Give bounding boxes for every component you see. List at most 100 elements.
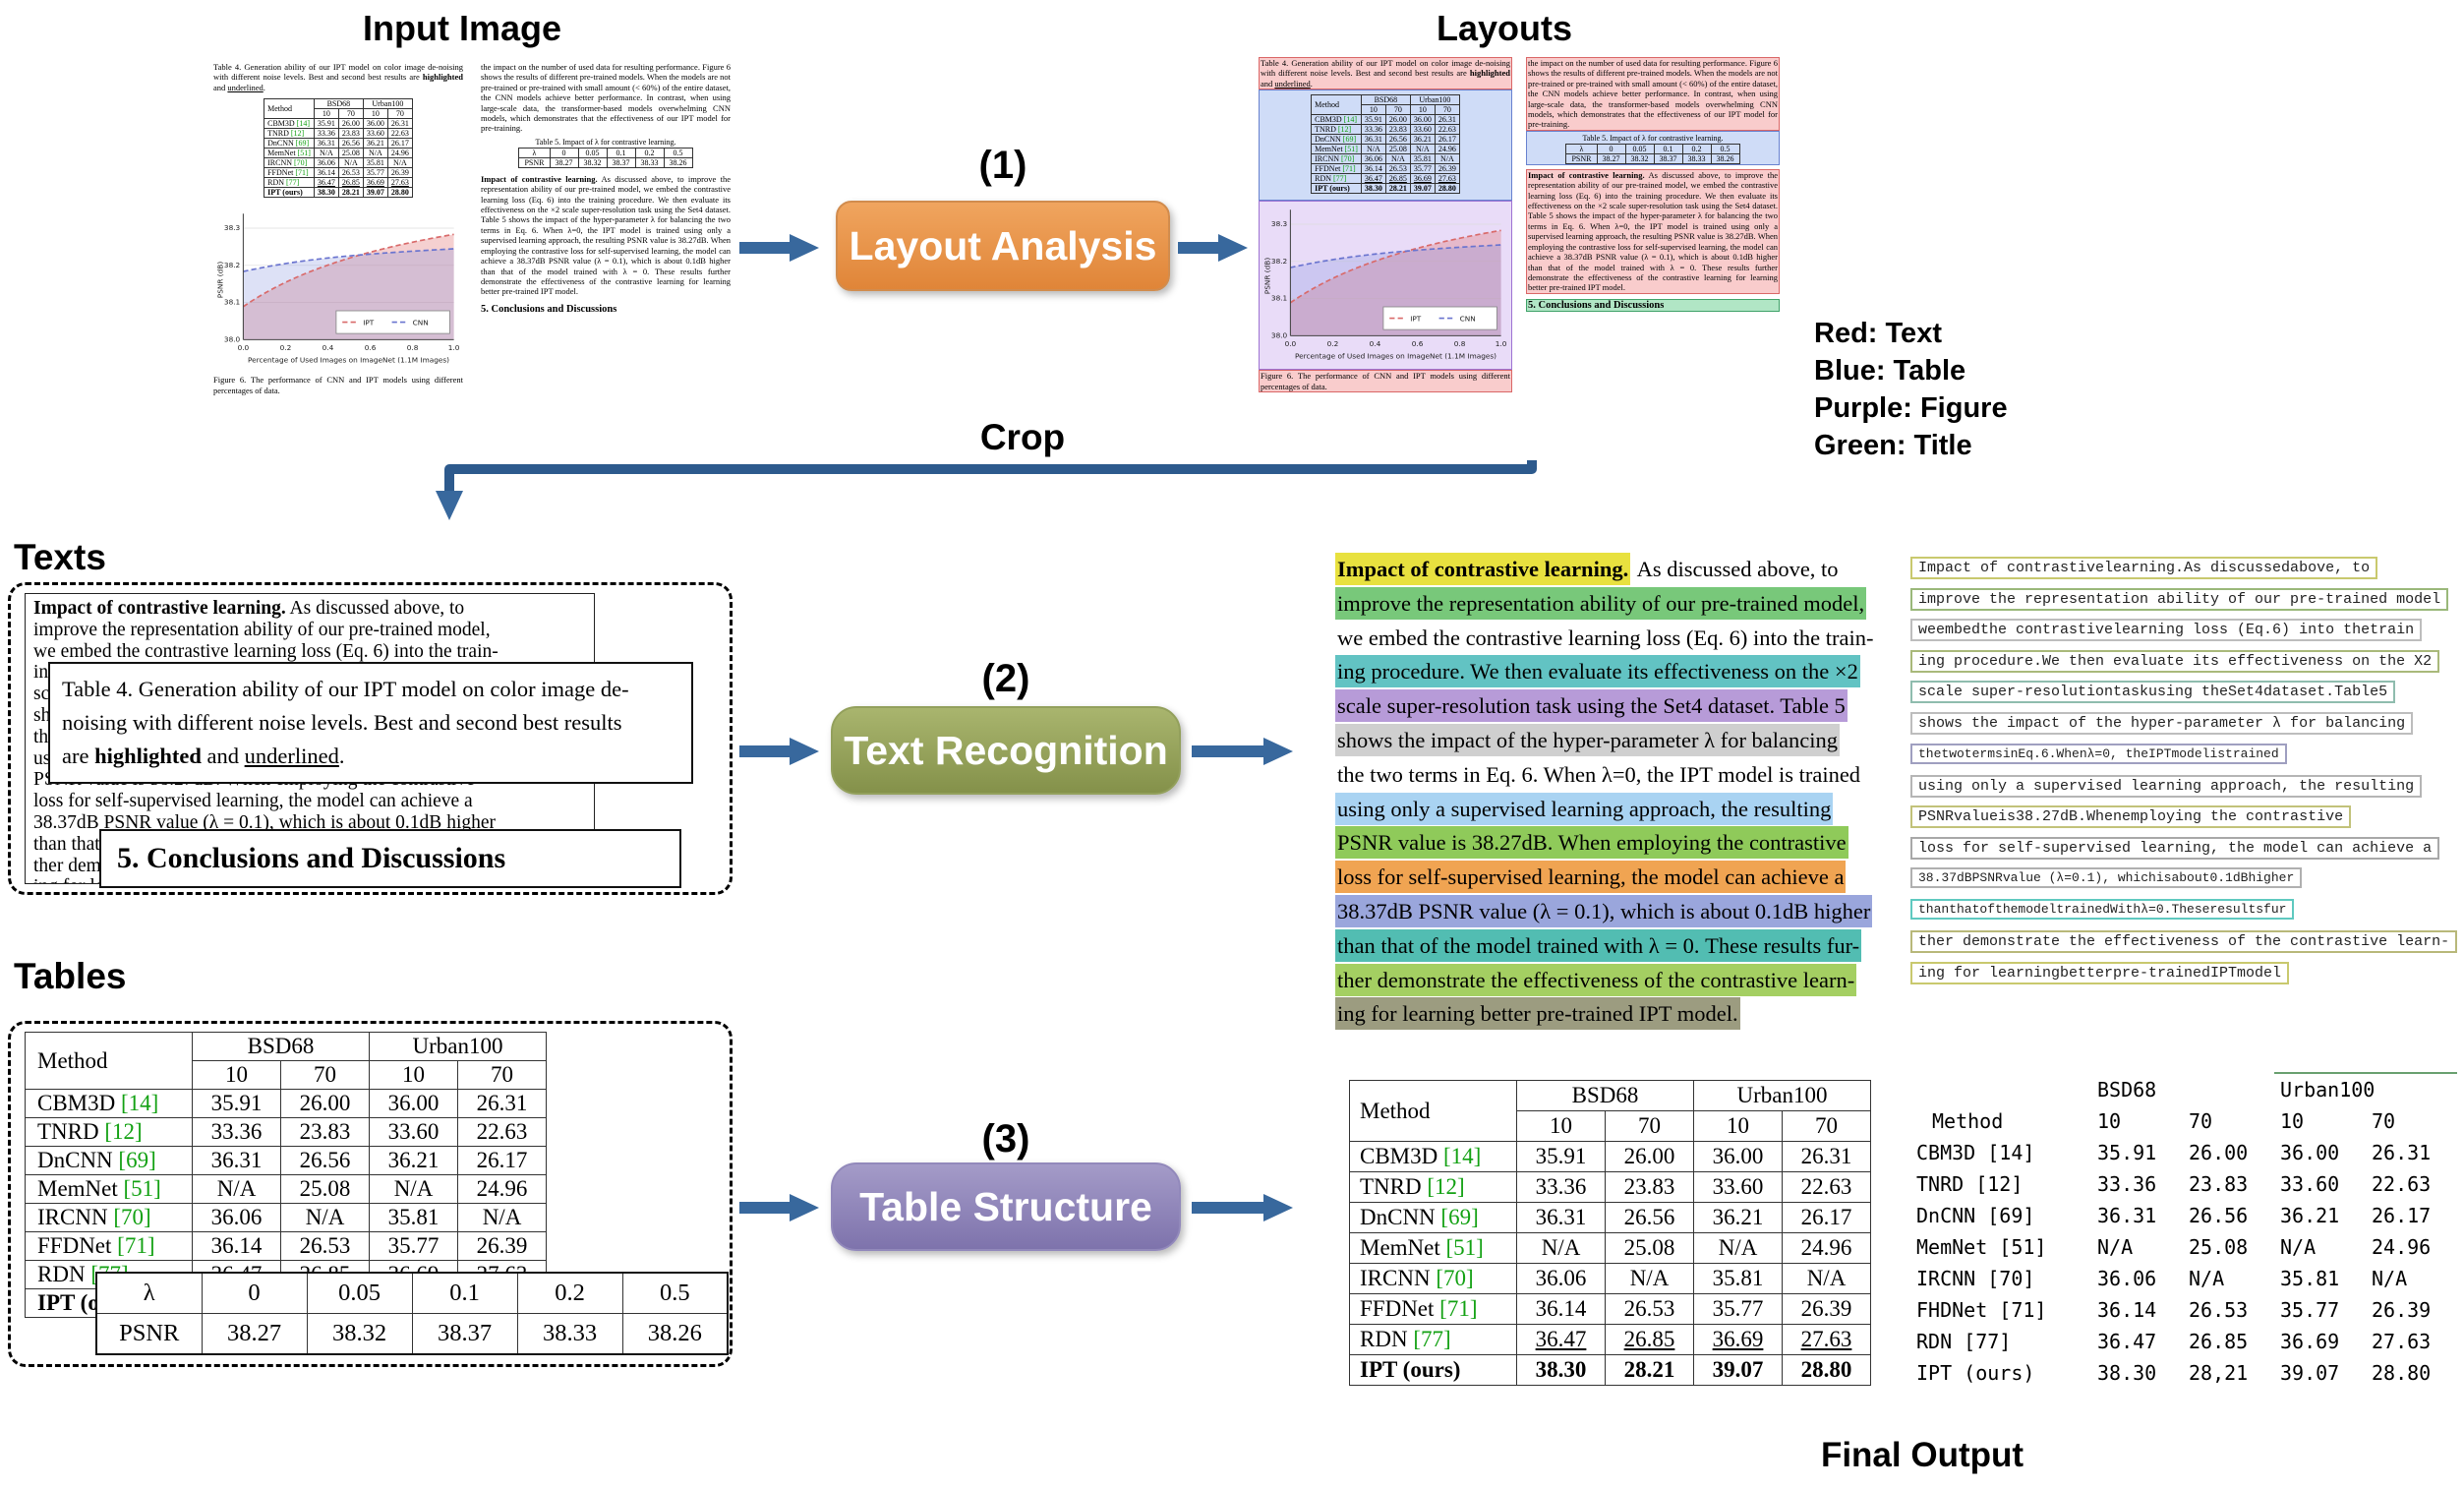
table-row: TNRD [12] 33.36 23.83 33.60 22.63 [1916, 1172, 2432, 1196]
table-row: CBM3D [14] 35.91 26.00 36.00 26.31 [1349, 1141, 1871, 1172]
crop-label: Crop [979, 417, 1066, 457]
svg-text:38.2: 38.2 [1271, 257, 1287, 266]
table4-detected-region: Method BSD68 Urban100 10 70 10 70 [1259, 89, 1512, 202]
ocr-line-box: ther demonstrate the effectiveness of th… [1910, 930, 2458, 954]
table-row: MemNet [51] N/A 25.08 N/A 24.96 [1311, 144, 1460, 155]
body-paragraph: the impact on the number of used data fo… [481, 62, 731, 134]
recognized-line: ther demonstrate the effectiveness of th… [1335, 963, 1904, 998]
table-structure-label: Table Structure [859, 1183, 1152, 1229]
recognized-line: scale super-resolution task using the Se… [1335, 689, 1904, 724]
table-row: IPT (ours) 38.30 28.21 39.07 28.80 [1349, 1354, 1871, 1386]
legend-item: Green: Title [1814, 430, 1972, 461]
svg-text:IPT: IPT [363, 319, 375, 328]
table-row: TNRD [12] 33.36 23.83 33.60 22.63 [264, 128, 413, 140]
layouts-title: Layouts [1436, 8, 1573, 48]
svg-text:0.2: 0.2 [1327, 339, 1339, 348]
impact-paragraph: Impact of contrastive learning. As discu… [481, 173, 731, 297]
input-image-title: Input Image [362, 8, 561, 48]
ocr-line-box: weembedthe contrastivelearning loss (Eq.… [1910, 619, 2423, 642]
table5-detected-region: Table 5. Impact of λ for contrastive lea… [1526, 130, 1780, 165]
input-doc-right-column: the impact on the number of used data fo… [479, 61, 733, 462]
svg-text:38.1: 38.1 [1271, 294, 1287, 303]
table-row: RDN [77] 36.47 26.85 36.69 27.63 [264, 177, 413, 189]
table-row: RDN [77] 36.47 26.85 36.69 27.63 [1349, 1324, 1871, 1355]
recognized-line: improve the representation ability of ou… [1335, 586, 1904, 622]
tables-title: Tables [14, 956, 127, 996]
svg-text:Percentage of Used Images on I: Percentage of Used Images on ImageNet (1… [1295, 352, 1496, 361]
svg-text:38.0: 38.0 [224, 335, 241, 344]
ocr-line-box: shows the impact of the hyper-parameter … [1910, 711, 2414, 735]
table-row: IRCNN [70] 36.06 N/A 35.81 N/A [1349, 1263, 1871, 1294]
table-row: MemNet [51] N/A 25.08 N/A 24.96 [1916, 1235, 2432, 1259]
recognized-line: than that of the model trained with λ = … [1335, 928, 1904, 964]
table-row: RDN [77] 36.47 26.85 36.69 27.63 [1311, 173, 1460, 185]
layouts-document: Table 4. Generation ability of our IPT m… [1259, 57, 1780, 458]
plain-text-table: BSD68 Urban100 Method 10 70 10 70 CBM3D … [1910, 1072, 2457, 1389]
texts-title: Texts [14, 537, 106, 577]
step3-number: (3) [981, 1117, 1030, 1161]
table-row: IPT (ours) 38.30 28,21 39.07 28.80 [1916, 1361, 2432, 1385]
table-row: FFDNet [71] 36.14 26.53 35.77 26.39 [1349, 1293, 1871, 1325]
table-row: DnCNN [69] 36.31 26.56 36.21 26.17 [264, 138, 413, 149]
svg-text:0.4: 0.4 [1370, 339, 1381, 348]
table-row: CBM3D [14] 35.91 26.00 36.00 26.31 [25, 1089, 547, 1118]
recognized-line: the two terms in Eq. 6. When λ=0, the IP… [1337, 761, 1861, 787]
table-row: FFDNet [71] 36.14 26.53 35.77 26.39 [25, 1231, 547, 1261]
body-paragraph-region: the impact on the number of used data fo… [1526, 57, 1780, 131]
conclusions-heading: 5. Conclusions and Discussions [481, 303, 617, 315]
text-line: we embed the contrastive learning loss (… [33, 640, 499, 662]
table-row: TNRD [12] 33.36 23.83 33.60 22.63 [25, 1117, 547, 1147]
table-row: MemNet [51] N/A 25.08 N/A 24.96 [264, 148, 413, 159]
table5-region: Table 5. Impact of λ for contrastive lea… [479, 135, 733, 169]
table5-caption: Table 5. Impact of λ for contrastive lea… [535, 137, 676, 147]
svg-text:38.1: 38.1 [224, 298, 240, 307]
table-row: MemNet [51] N/A 25.08 N/A 24.96 [25, 1174, 547, 1204]
figure6-legend: IPT CNN [1382, 306, 1497, 330]
layout-analysis-label: Layout Analysis [849, 222, 1157, 268]
svg-text:1.0: 1.0 [448, 343, 460, 352]
recognized-line: using only a supervised learning approac… [1335, 792, 1904, 827]
conclusions-heading-crop: 5. Conclusions and Discussions [99, 829, 681, 888]
reconstructed-table: Method BSD68 Urban100 10 70 10 70 CBM3D … [1349, 1080, 1871, 1386]
table-row: CBM3D [14] 35.91 26.00 36.00 26.31 [1916, 1141, 2432, 1164]
svg-text:Percentage of Used Images on I: Percentage of Used Images on ImageNet (1… [248, 356, 449, 365]
table-row: FFDNet [71] 36.14 26.53 35.77 26.39 [264, 167, 413, 179]
svg-text:0.8: 0.8 [407, 343, 419, 352]
table-row: CBM3D [14] 35.91 26.00 36.00 26.31 [1311, 114, 1460, 126]
figure6-region: 38.3 38.2 38.1 38.0 0.0 0.2 0.4 0.6 0.8 … [211, 205, 465, 374]
input-document: Table 4. Generation ability of our IPT m… [211, 61, 733, 462]
figure6-chart: 38.3 38.2 38.1 38.0 0.0 0.2 0.4 0.6 0.8 … [1262, 209, 1507, 361]
text-line: loss for self-supervised learning, the m… [33, 791, 473, 812]
figure6-caption-region: Figure 6. The performance of CNN and IPT… [1259, 370, 1512, 393]
recognized-line: ing procedure. We then evaluate its effe… [1335, 655, 1904, 689]
text-line: improve the representation ability of ou… [33, 619, 491, 640]
table4-caption-region: Table 4. Generation ability of our IPT m… [1259, 57, 1512, 90]
table4-region: Method BSD68 Urban100 10 70 10 70 [211, 93, 465, 205]
svg-text:0.6: 0.6 [1412, 339, 1424, 348]
recognized-line: shows the impact of the hyper-parameter … [1335, 723, 1904, 758]
table-row: IRCNN [70] 36.06 N/A 35.81 N/A [264, 157, 413, 169]
recognized-line: Impact of contrastive learning. As discu… [1335, 553, 1904, 587]
ocr-line-box: 38.37dBPSNRvalue (λ=0.1), whichisabout0.… [1910, 867, 2303, 889]
recognized-line: PSNR value is 38.27dB. When employing th… [1335, 826, 1904, 861]
table-structure-step: Table Structure [831, 1162, 1181, 1251]
table-row: FHDNet [71] 36.14 26.53 35.77 26.39 [1916, 1298, 2432, 1322]
ocr-text-boxes: Impact of contrastivelearning.As discuss… [1910, 557, 2463, 993]
recognized-line: we embed the contrastive learning loss (… [1337, 625, 1874, 650]
input-doc-left-column: Table 4. Generation ability of our IPT m… [211, 61, 465, 462]
recognized-line: loss for self-supervised learning, the m… [1335, 861, 1904, 895]
table-row: IRCNN [70] 36.06 N/A 35.81 N/A [1916, 1267, 2408, 1290]
step1-number: (1) [978, 144, 1027, 187]
svg-text:PSNR (dB): PSNR (dB) [215, 262, 224, 299]
text-line: 38.37dB PSNR value (λ = 0.1), which is a… [33, 811, 497, 833]
svg-text:1.0: 1.0 [1496, 339, 1507, 348]
ocr-line-box: using only a supervised learning approac… [1910, 774, 2423, 798]
svg-text:PSNR (dB): PSNR (dB) [1262, 258, 1271, 295]
table-row: IRCNN [70] 36.06 N/A 35.81 N/A [25, 1203, 547, 1232]
table-row: TNRD [12] 33.36 23.83 33.60 22.63 [1311, 124, 1460, 136]
table-row: FFDNet [71] 36.14 26.53 35.77 26.39 [1311, 163, 1460, 175]
